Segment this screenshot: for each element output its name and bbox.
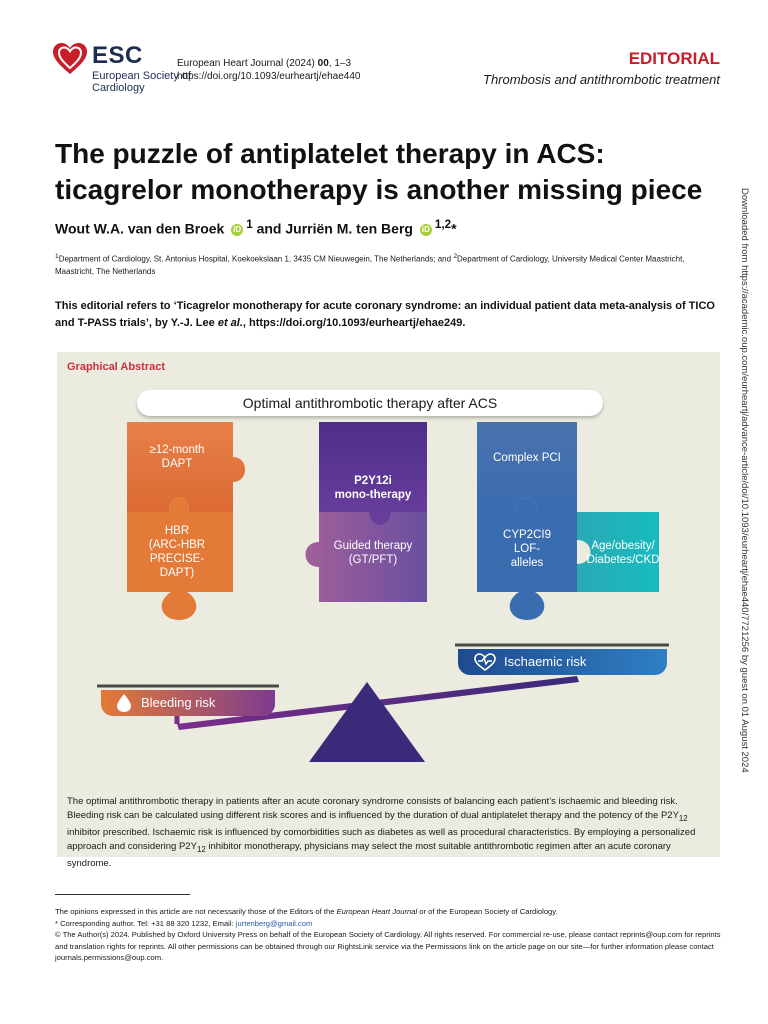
piece-label-guided: Guided therapy (GT/PFT)	[319, 539, 427, 567]
dapt-line-1: ≥12-month	[149, 444, 205, 456]
author-1-affil: 1	[246, 218, 253, 231]
journal-citation: European Heart Journal (2024) 00, 1–3 ht…	[177, 57, 360, 83]
refers-note: This editorial refers to ‘Ticagrelor mon…	[55, 298, 725, 332]
hbr-line-4: DAPT)	[159, 567, 195, 579]
puzzle-piece-p2y12	[319, 422, 427, 526]
logo-abbreviation: ESC	[92, 42, 143, 69]
author-conjunction: and	[256, 220, 282, 237]
bleeding-risk-pan: Bleeding risk	[101, 690, 275, 716]
corresponding-note: * Corresponding author. Tel: +31 88 320 …	[55, 918, 236, 928]
orcid-icon[interactable]: iD	[231, 223, 244, 236]
opinion-note: The opinions expressed in this article a…	[55, 907, 337, 916]
puzzle-piece-cyp	[477, 498, 577, 620]
journal-pages: , 1–3	[328, 58, 352, 69]
guided-line-2: (GT/PFT)	[348, 554, 398, 566]
graphical-abstract-label: Graphical Abstract	[67, 361, 166, 373]
corresponding-mark: *	[451, 220, 457, 237]
age-line-1: Age/obesity/	[591, 540, 655, 552]
age-line-2: Diabetes/CKD	[586, 554, 660, 566]
graphical-abstract-caption: The optimal antithrombotic therapy in pa…	[67, 795, 712, 871]
p2y12-line-2: mono-therapy	[334, 489, 412, 501]
hbr-line-3: PRECISE-	[149, 553, 205, 565]
doi-link[interactable]: https://doi.org/10.1093/eurheartj/ehae44…	[177, 71, 361, 82]
affil-1: Department of Cardiology, St. Antonius H…	[58, 254, 454, 264]
article-title: The puzzle of antiplatelet therapy in AC…	[55, 136, 725, 208]
copyright-note: © The Author(s) 2024. Published by Oxfor…	[55, 930, 721, 962]
title-line-1: The puzzle of antiplatelet therapy in AC…	[55, 138, 605, 169]
opinion-journal: European Heart Journal	[336, 907, 418, 916]
refers-doi[interactable]: , https://doi.org/10.1093/eurheartj/ehae…	[242, 317, 466, 329]
title-line-2: ticagrelor monotherapy is another missin…	[55, 174, 703, 205]
page-header: ESC European Society of Cardiology Europ…	[0, 0, 768, 110]
caption-sub-1: 12	[678, 813, 688, 823]
download-sidebar: Downloaded from https://academic.oup.com…	[738, 188, 752, 828]
puzzle-piece-pci	[477, 422, 577, 512]
puzzle-piece-hbr	[127, 497, 233, 620]
piece-label-hbr: HBR (ARC-HBR PRECISE- DAPT)	[127, 524, 227, 580]
esc-logo: ESC European Society of Cardiology	[52, 40, 192, 100]
scale-fulcrum	[309, 682, 425, 762]
refers-etal: et al.	[217, 317, 243, 329]
hbr-line-1: HBR	[164, 525, 190, 537]
bleeding-risk-label: Bleeding risk	[141, 695, 216, 710]
caption-part-2: inhibitor prescribed. Ischaemic risk is …	[67, 826, 696, 852]
caption-part-3: inhibitor monotherapy, physicians may se…	[67, 840, 671, 869]
piece-label-age: Age/obesity/ Diabetes/CKD	[581, 539, 665, 567]
piece-label-pci: Complex PCI	[493, 452, 561, 464]
guided-line-1: Guided therapy	[333, 540, 413, 552]
orcid-icon[interactable]: iD	[419, 223, 432, 236]
puzzle-piece-guided	[305, 512, 427, 602]
cyp-line-2: LOF-	[513, 543, 541, 555]
dapt-line-2: DAPT	[161, 458, 193, 470]
ischaemic-risk-label: Ischaemic risk	[504, 654, 587, 669]
piece-label-p2y12: P2Y12i mono-therapy	[319, 474, 427, 502]
blood-drop-icon	[117, 694, 131, 712]
journal-name: European Heart Journal (2024)	[177, 58, 315, 69]
refers-text: This editorial refers to ‘Ticagrelor mon…	[55, 300, 715, 329]
subject-label: Thrombosis and antithrombotic treatment	[483, 72, 720, 87]
email-link[interactable]: jurtenberg@gmail.com	[235, 918, 313, 928]
journal-volume: 00	[317, 58, 329, 69]
p2y12-line-1: P2Y12i	[354, 475, 392, 487]
therapy-banner: Optimal antithrombotic therapy after ACS	[137, 390, 603, 416]
logo-society-name: European Society of Cardiology	[92, 70, 192, 94]
footnotes: The opinions expressed in this article a…	[55, 906, 727, 964]
ischaemic-risk-pan: Ischaemic risk	[458, 649, 667, 675]
hbr-line-2: (ARC-HBR	[148, 539, 206, 551]
puzzle-piece-dapt	[127, 422, 245, 512]
author-1[interactable]: Wout W.A. van den Broek	[55, 220, 225, 237]
opinion-note-end: or of the European Society of Cardiology…	[417, 907, 558, 916]
section-label: EDITORIAL	[628, 49, 720, 68]
author-2-affil: 1,2	[434, 218, 452, 231]
caption-sub-2: 12	[196, 844, 206, 854]
cyp-line-3: alleles	[510, 557, 544, 569]
piece-label-dapt: ≥12-month DAPT	[127, 443, 227, 471]
heartbeat-icon	[474, 653, 496, 671]
cyp-line-1: CYP2CI9	[503, 529, 551, 541]
affiliations: 1Department of Cardiology, St. Antonius …	[55, 251, 715, 278]
author-2[interactable]: Jurriën M. ten Berg	[285, 220, 413, 237]
graphical-abstract: Graphical Abstract	[57, 352, 720, 869]
puzzle-illustration	[97, 422, 669, 762]
caption-part-1: The optimal antithrombotic therapy in pa…	[67, 796, 679, 821]
heart-logo-icon	[53, 43, 87, 74]
affil-sup-1: 1	[55, 253, 59, 260]
puzzle-piece-age	[577, 512, 659, 592]
piece-label-cyp: CYP2CI9 LOF- alleles	[477, 528, 577, 570]
download-note: Downloaded from https://academic.oup.com…	[739, 188, 750, 773]
footnote-rule	[55, 894, 190, 895]
affil-2: Department of Cardiology, University Med…	[55, 254, 685, 276]
affil-sup-2: 2	[453, 253, 458, 260]
